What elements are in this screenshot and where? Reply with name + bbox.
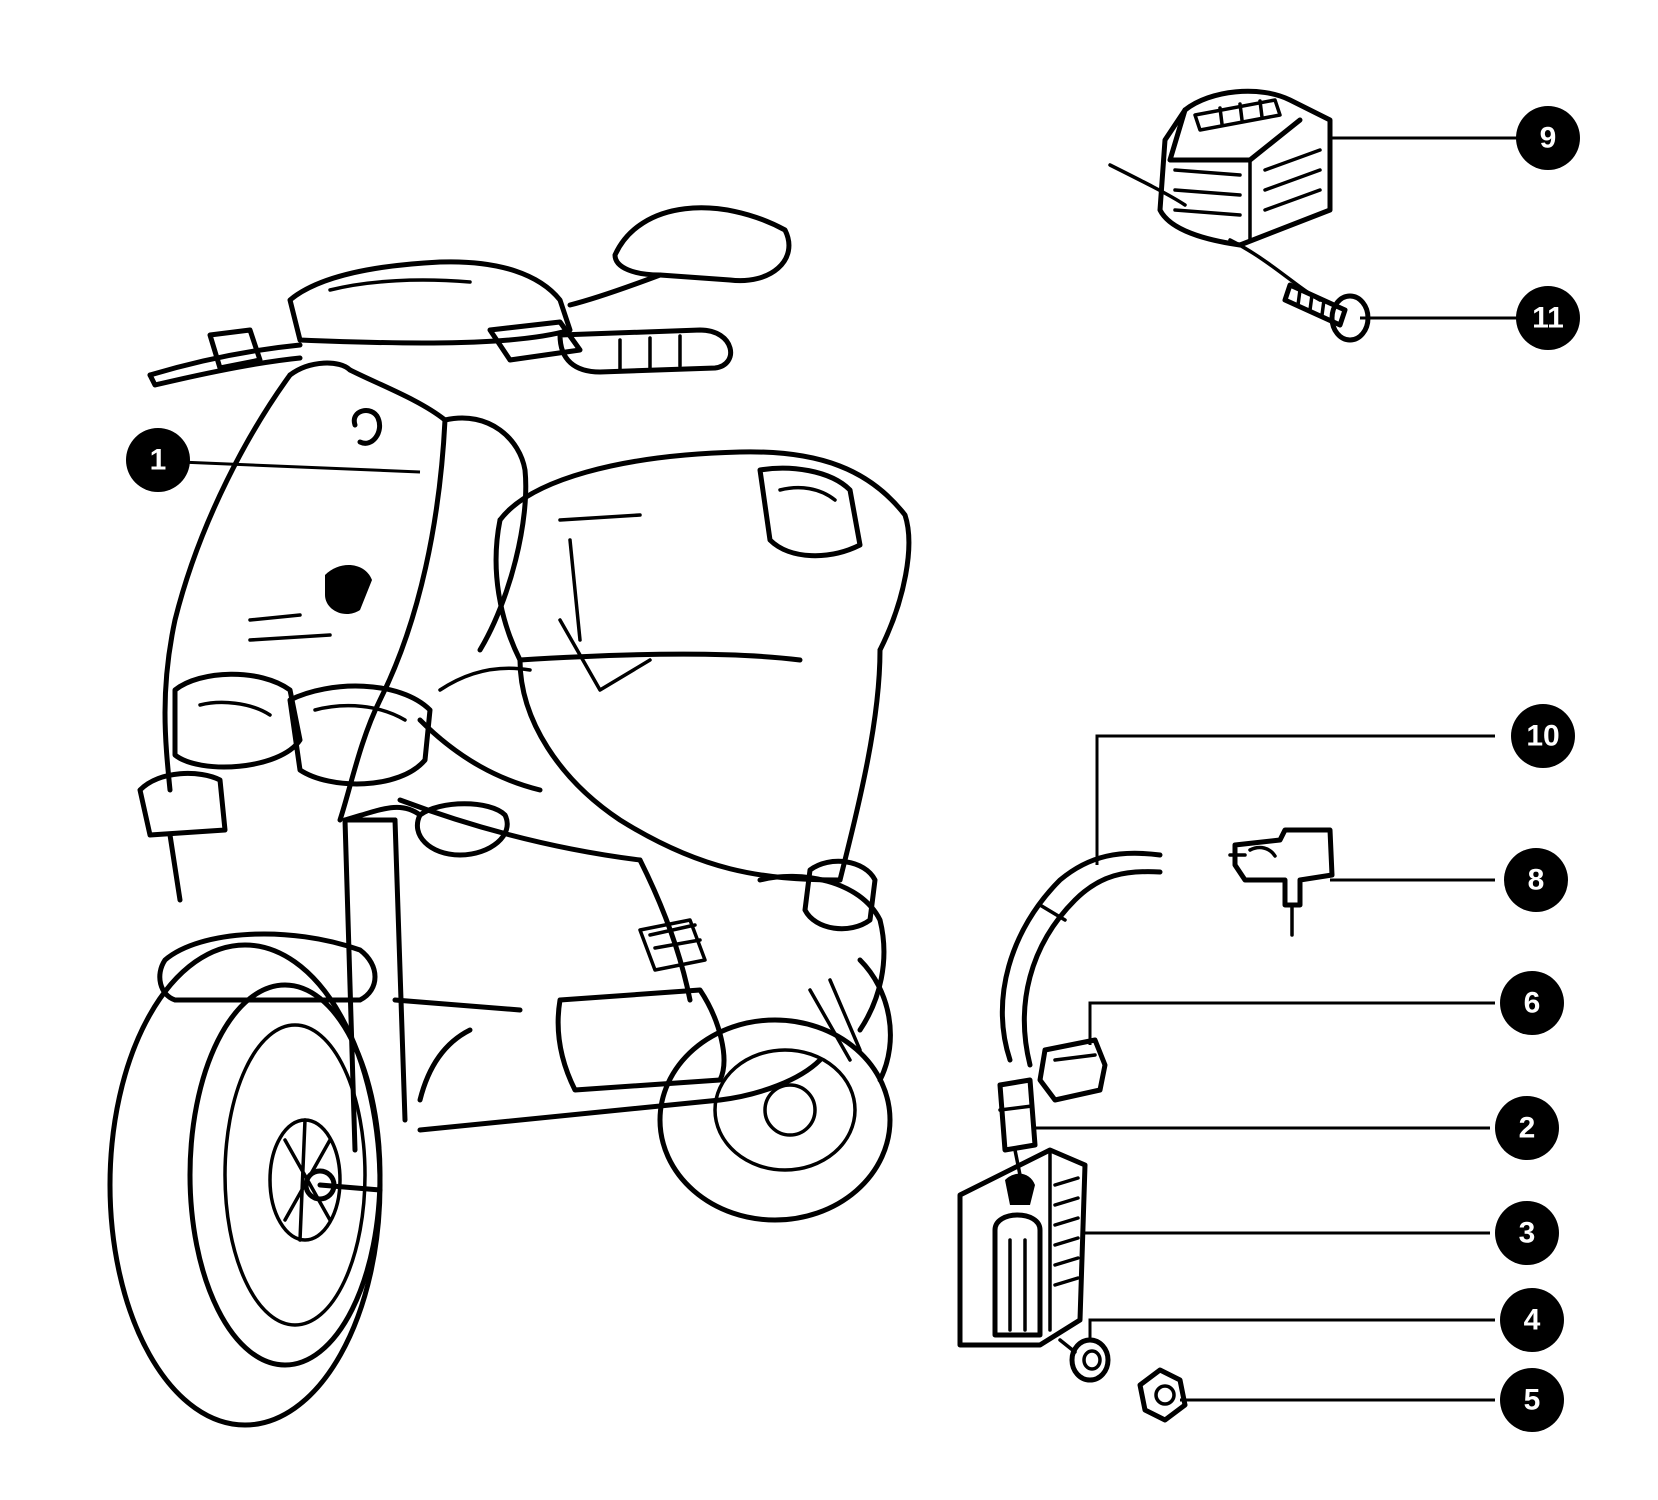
callout-2-label: 2 <box>1519 1112 1536 1145</box>
callout-4-label: 4 <box>1524 1304 1541 1337</box>
part-6-illustration <box>1037 1037 1108 1103</box>
part-11-illustration <box>1282 282 1371 343</box>
callout-8-label: 8 <box>1528 864 1545 897</box>
scooter-illustration <box>107 205 912 1428</box>
leader-lines <box>179 136 1540 1402</box>
callout-2: 2 <box>1495 1096 1559 1160</box>
part-8-illustration <box>1228 827 1335 937</box>
callout-5-label: 5 <box>1524 1384 1541 1417</box>
callout-6-label: 6 <box>1524 987 1541 1020</box>
callout-6: 6 <box>1500 971 1564 1035</box>
callout-11-label: 11 <box>1532 302 1564 335</box>
leader-1 <box>179 460 421 474</box>
callout-9-label: 9 <box>1540 122 1557 155</box>
callout-3-label: 3 <box>1519 1217 1536 1250</box>
leader-10 <box>1095 734 1495 865</box>
callout-8: 8 <box>1504 848 1568 912</box>
part-9-illustration <box>1108 88 1333 302</box>
leader-6 <box>1088 1001 1495 1045</box>
callout-3: 3 <box>1495 1201 1559 1265</box>
part-5-illustration <box>1137 1367 1188 1423</box>
part-10-illustration <box>999 850 1163 1068</box>
callout-11: 11 <box>1516 286 1580 350</box>
callout-10-label: 10 <box>1526 720 1559 753</box>
part-2-illustration <box>997 1077 1038 1153</box>
callout-4: 4 <box>1500 1288 1564 1352</box>
callout-5: 5 <box>1500 1368 1564 1432</box>
part-4-illustration <box>1058 1337 1111 1383</box>
callout-1: 1 <box>126 428 190 492</box>
callout-1-label: 1 <box>150 444 167 477</box>
callout-9: 9 <box>1516 106 1580 170</box>
part-3-illustration <box>957 1147 1088 1348</box>
leader-4 <box>1088 1318 1495 1340</box>
callout-10: 10 <box>1511 704 1575 768</box>
